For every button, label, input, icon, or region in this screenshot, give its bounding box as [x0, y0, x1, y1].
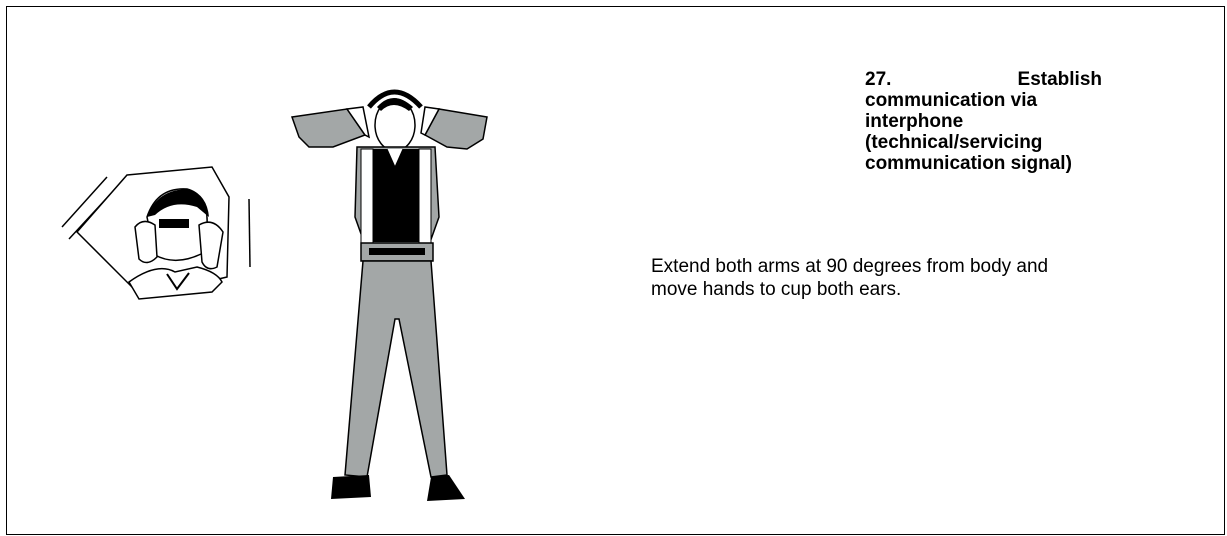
signal-title-line: interphone: [865, 111, 1165, 132]
signal-heading-first-line: 27. Establish: [865, 69, 1102, 90]
signal-description: Extend both arms at 90 degrees from body…: [651, 255, 1221, 301]
signal-title-line: communication signal): [865, 153, 1165, 174]
signal-illustration: [47, 67, 517, 517]
pilot-in-cockpit-icon: [62, 167, 250, 299]
description-line: move hands to cup both ears.: [651, 278, 1221, 301]
signal-title-first-word: Establish: [1018, 69, 1102, 90]
signal-title-line: (technical/servicing: [865, 132, 1165, 153]
signal-title-line: communication via: [865, 90, 1165, 111]
description-line: Extend both arms at 90 degrees from body…: [651, 255, 1221, 278]
marshaller-figure-icon: [292, 92, 487, 501]
page-frame: 27. Establish communication via interpho…: [6, 6, 1225, 535]
signal-number: 27.: [865, 69, 891, 90]
signal-heading: 27. Establish communication via interpho…: [865, 69, 1165, 174]
